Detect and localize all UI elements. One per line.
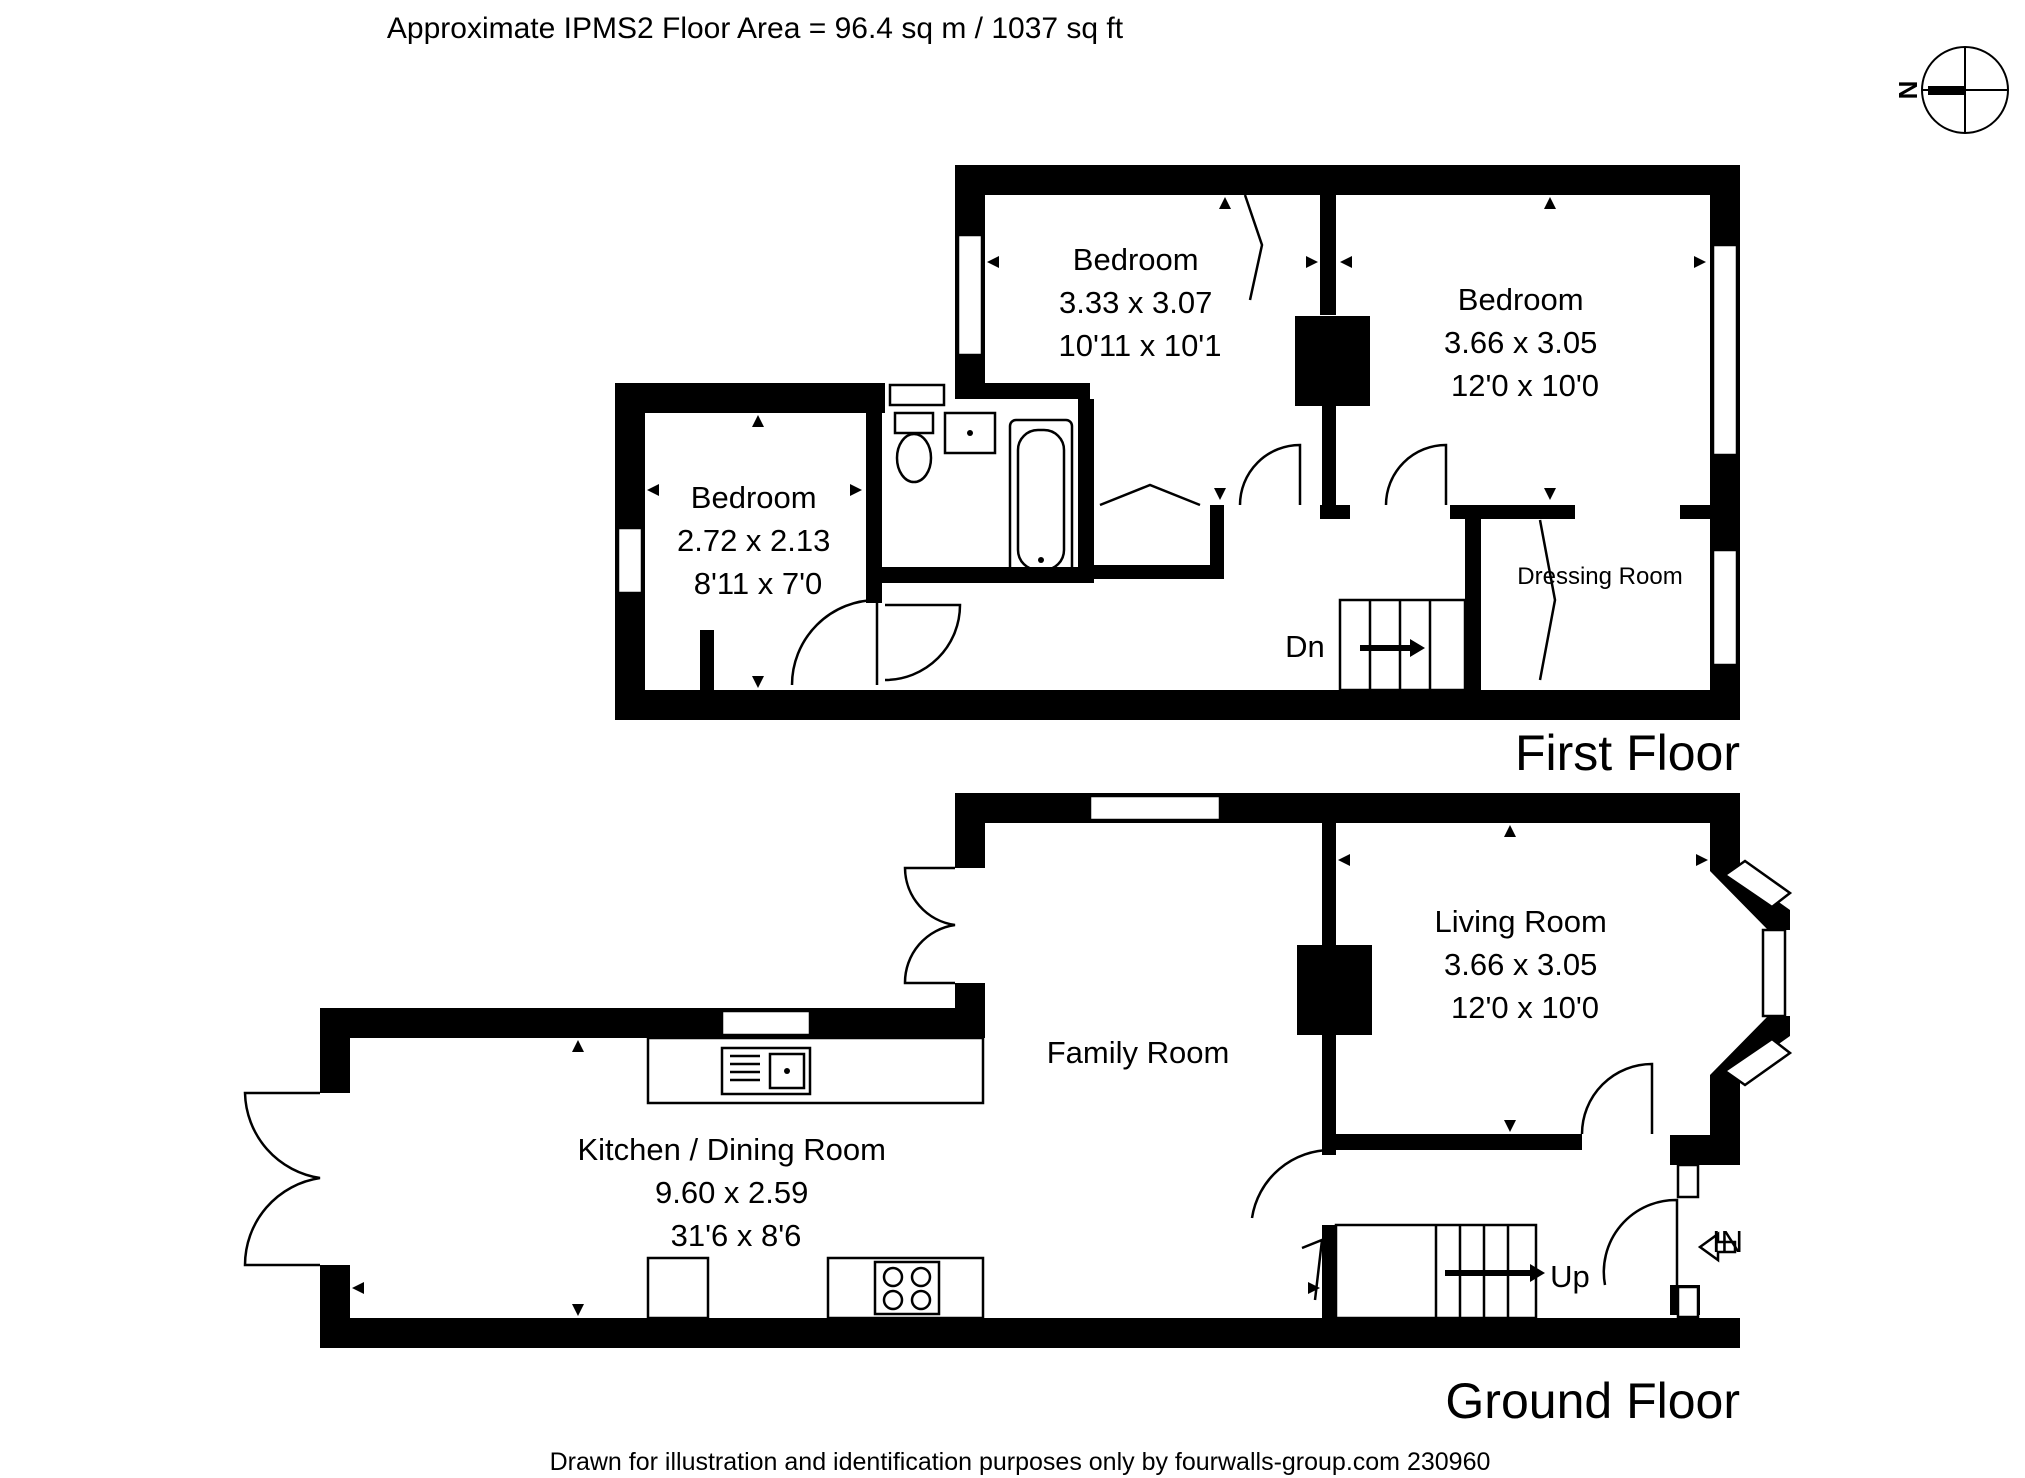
kitchen-counter-right bbox=[826, 1256, 985, 1320]
compass-north-label: N bbox=[1893, 81, 1923, 100]
ground-floor-title: Ground Floor bbox=[1445, 1373, 1740, 1429]
ff-wall-bottom bbox=[615, 690, 1740, 720]
ff-wall-top bbox=[955, 165, 1740, 195]
ff-wall-bedroom-divider-lower bbox=[1322, 406, 1336, 516]
room-name-dressing-room: Dressing Room bbox=[1517, 563, 1682, 590]
room-metric-kitchen-dining: 9.60 x 2.59 bbox=[655, 1175, 808, 1210]
kitchen-sink-icon bbox=[720, 1046, 812, 1096]
room-name-bedroom-small: Bedroom bbox=[691, 480, 817, 515]
gf-wall-right-upper bbox=[1710, 793, 1740, 871]
room-name-family-room: Family Room bbox=[1047, 1035, 1230, 1070]
ff-window-bath bbox=[888, 383, 946, 407]
room-imperial-bedroom-front: 12'0 x 10'0 bbox=[1451, 368, 1599, 403]
room-name-kitchen-dining: Kitchen / Dining Room bbox=[577, 1132, 885, 1167]
first-floor-plan: Bedroom 3.33 x 3.07 10'11 x 10'1 Bedroom… bbox=[615, 165, 1740, 781]
ff-wall-wardrobe-bottom bbox=[1094, 565, 1224, 579]
room-metric-bedroom-small: 2.72 x 2.13 bbox=[677, 523, 830, 558]
ff-stairs-label: Dn bbox=[1285, 629, 1325, 664]
ff-chimney-breast bbox=[1295, 316, 1370, 406]
ff-door-small-bedroom[interactable] bbox=[790, 598, 879, 686]
gf-wall-front-step bbox=[1670, 1135, 1740, 1165]
entrance-arrow-icon bbox=[1697, 1231, 1737, 1263]
ff-stairs-arrow-icon bbox=[1360, 639, 1425, 657]
room-metric-living-room: 3.66 x 3.05 bbox=[1444, 947, 1597, 982]
ff-wardrobe-doors[interactable] bbox=[1099, 194, 1264, 507]
entrance-label: IN bbox=[1712, 1224, 1743, 1259]
gf-wall-kitchen-left-upper bbox=[320, 1008, 350, 1093]
svg-text:Bedroom 3.33 x 3.07: Bedroom 3.33 x 3.07 10'11 x 10'1 bbox=[1059, 242, 1222, 363]
ff-door-bedroom-rear[interactable] bbox=[1238, 443, 1302, 506]
gf-stairs-label: Up bbox=[1550, 1259, 1590, 1294]
ff-wall-small-right bbox=[866, 413, 882, 603]
ff-wall-dressing-top-right bbox=[1680, 505, 1710, 519]
room-name-bedroom-front: Bedroom bbox=[1458, 282, 1584, 317]
gf-wall-under-stairs bbox=[1322, 1225, 1336, 1318]
gf-window-front-lower bbox=[1676, 1285, 1700, 1319]
svg-text:Bedroom 2.72 x 2.13: Bedroom 2.72 x 2.13 8'11 x 7'0 bbox=[677, 480, 839, 601]
gf-wall-living-divider-lower bbox=[1322, 1035, 1336, 1155]
svg-text:Kitchen / Dining Room 9.: Kitchen / Dining Room 9.60 x 2.59 31'6 x… bbox=[577, 1132, 894, 1253]
gf-window-kitchen bbox=[720, 1009, 812, 1037]
ff-wall-bath-top bbox=[955, 383, 1090, 399]
ff-window-front-upper bbox=[1711, 243, 1739, 457]
gf-door-hall[interactable] bbox=[1250, 1148, 1333, 1219]
gf-front-door[interactable] bbox=[1602, 1198, 1679, 1286]
ff-wall-dressing-top bbox=[1450, 505, 1575, 519]
hob-icon bbox=[873, 1260, 941, 1316]
first-floor-title: First Floor bbox=[1515, 725, 1740, 781]
gf-wall-rear-top bbox=[955, 793, 985, 868]
ff-wall-dressing-left bbox=[1465, 505, 1481, 690]
footer-disclaimer: Drawn for illustration and identificatio… bbox=[550, 1448, 1491, 1476]
gf-window-family-room bbox=[1088, 794, 1222, 822]
ff-window-small bbox=[616, 526, 644, 595]
ff-window-front-lower bbox=[1711, 548, 1739, 667]
gf-wall-kitchen-left-lower bbox=[320, 1265, 350, 1348]
svg-text:Bedroom 3.66 x 3.05: Bedroom 3.66 x 3.05 12'0 x 10'0 bbox=[1444, 282, 1606, 403]
gf-wall-bottom bbox=[320, 1318, 1740, 1348]
ff-wall-closet-small bbox=[700, 630, 714, 690]
gf-french-doors-kitchen[interactable] bbox=[243, 1091, 321, 1267]
room-metric-bedroom-front: 3.66 x 3.05 bbox=[1444, 325, 1597, 360]
room-name-living-room: Living Room bbox=[1435, 904, 1607, 939]
toilet-icon bbox=[893, 411, 935, 484]
bath-tub-icon bbox=[1008, 418, 1074, 582]
kitchen-counter-left bbox=[646, 1256, 710, 1320]
gf-wall-kitchen-top bbox=[320, 1008, 985, 1038]
gf-bay-window bbox=[1710, 859, 1793, 1087]
floor-area-text: Approximate IPMS2 Floor Area = 96.4 sq m… bbox=[387, 12, 1124, 45]
gf-wall-living-bottom bbox=[1322, 1134, 1582, 1150]
gf-wall-living-divider bbox=[1322, 823, 1336, 948]
room-imperial-living-room: 12'0 x 10'0 bbox=[1451, 990, 1599, 1025]
gf-chimney-breast bbox=[1297, 945, 1372, 1035]
ff-door-bathroom[interactable] bbox=[884, 603, 962, 682]
gf-wall-top bbox=[955, 793, 1740, 823]
ff-door-bedroom-front[interactable] bbox=[1384, 443, 1448, 506]
ff-window-rear bbox=[956, 233, 984, 357]
room-imperial-bedroom-rear: 10'11 x 10'1 bbox=[1059, 328, 1222, 363]
ff-dressing-doors[interactable] bbox=[1538, 519, 1557, 681]
gf-dimension-arrows-icon bbox=[352, 825, 1708, 1316]
north-compass-icon: N bbox=[1893, 46, 2009, 134]
gf-under-stairs-door[interactable] bbox=[1301, 1238, 1324, 1301]
room-imperial-kitchen-dining: 31'6 x 8'6 bbox=[671, 1218, 802, 1253]
svg-text:Living Room 3.66 x 3.05: Living Room 3.66 x 3.05 12'0 x 10'0 bbox=[1435, 904, 1616, 1025]
room-imperial-bedroom-small: 8'11 x 7'0 bbox=[694, 566, 822, 601]
ff-landing-post bbox=[1320, 505, 1350, 519]
gf-window-front-upper bbox=[1676, 1163, 1700, 1199]
gf-french-doors-family[interactable] bbox=[903, 866, 956, 985]
ff-wall-bath-right bbox=[1078, 399, 1094, 579]
ff-wall-wardrobe-right bbox=[1210, 505, 1224, 579]
ff-wall-bedroom-divider bbox=[1320, 195, 1336, 315]
kitchen-counter-top bbox=[646, 1036, 985, 1105]
ff-wall-small-top bbox=[615, 383, 885, 413]
bathroom-sink-icon bbox=[943, 411, 997, 455]
room-metric-bedroom-rear: 3.33 x 3.07 bbox=[1059, 285, 1212, 320]
ground-floor-plan: Living Room 3.66 x 3.05 12'0 x 10'0 Fami… bbox=[243, 793, 1793, 1429]
gf-door-living-room[interactable] bbox=[1580, 1062, 1654, 1135]
gf-stairs-arrow-icon bbox=[1445, 1264, 1545, 1282]
room-name-bedroom-rear: Bedroom bbox=[1073, 242, 1199, 277]
